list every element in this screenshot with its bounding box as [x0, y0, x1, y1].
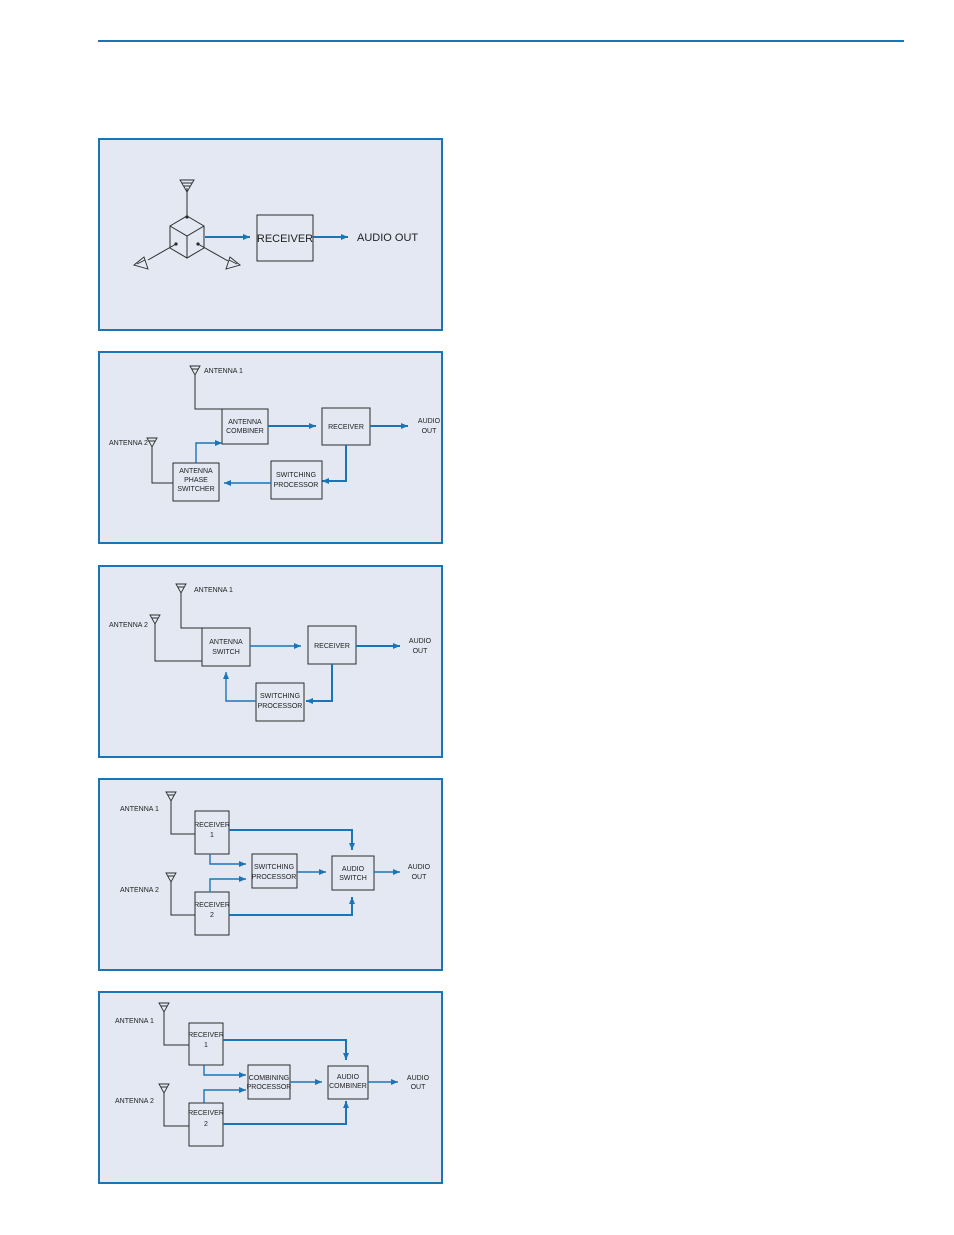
antenna-1-icon — [158, 1002, 170, 1013]
diagram-panel-1: RECEIVER AUDIO OUT — [98, 138, 443, 331]
antenna-cube-icon — [133, 179, 241, 270]
diagram-panel-2: ANTENNA 1 ANTENNA 2 ANTENNA COMBINER REC… — [98, 351, 443, 544]
diagram-panel-4: ANTENNA 1 ANTENNA 2 RECEIVER 1 RECEIVER … — [98, 778, 443, 971]
antenna-2-icon — [149, 614, 161, 625]
switching-processor-label-2: PROCESSOR — [252, 874, 297, 881]
antenna-2-icon — [146, 437, 158, 448]
diagram-panel-5: ANTENNA 1 ANTENNA 2 RECEIVER 1 RECEIVER … — [98, 991, 443, 1184]
phase-switcher-label-1: ANTENNA — [179, 468, 213, 475]
antenna-1-label: ANTENNA 1 — [204, 368, 243, 375]
combining-processor-label-2: PROCESSOR — [247, 1084, 292, 1091]
receiver-label: RECEIVER — [314, 643, 350, 650]
phase-switcher-label-2: PHASE — [184, 477, 208, 484]
antenna-1-label: ANTENNA 1 — [115, 1018, 154, 1025]
diagram-2-svg: ANTENNA 1 ANTENNA 2 ANTENNA COMBINER REC… — [109, 365, 441, 502]
audio-switch-label-2: SWITCH — [339, 875, 367, 882]
antenna-combiner-box — [221, 408, 269, 445]
audio-out-label: AUDIO OUT — [357, 232, 418, 244]
switching-processor-label-2: PROCESSOR — [258, 703, 303, 710]
audio-switch-box — [331, 855, 375, 891]
combiner-label-1: ANTENNA — [228, 419, 262, 426]
receiver-2-label-1: RECEIVER — [194, 902, 230, 909]
switching-processor-label-2: PROCESSOR — [274, 482, 319, 489]
antenna-switch-box — [201, 627, 251, 667]
diagram-3-svg: ANTENNA 1 ANTENNA 2 ANTENNA SWITCH RECEI… — [109, 583, 432, 722]
antenna-1-icon — [165, 791, 177, 802]
receiver-2-label-2: 2 — [204, 1121, 208, 1128]
antenna-1-label: ANTENNA 1 — [120, 806, 159, 813]
receiver-2-label-2: 2 — [210, 912, 214, 919]
switching-processor-box — [251, 853, 298, 889]
audio-out-label-2: OUT — [422, 428, 438, 435]
audio-out-label-2: OUT — [412, 874, 428, 881]
combining-processor-label-1: COMBINING — [249, 1075, 289, 1082]
audio-combiner-label-1: AUDIO — [337, 1074, 360, 1081]
diagram-panel-3: ANTENNA 1 ANTENNA 2 ANTENNA SWITCH RECEI… — [98, 565, 443, 758]
receiver-label: RECEIVER — [257, 233, 313, 245]
receiver-1-label-2: 1 — [210, 832, 214, 839]
audio-switch-label-1: AUDIO — [342, 866, 365, 873]
phase-switcher-label-3: SWITCHER — [177, 486, 214, 493]
receiver-label: RECEIVER — [328, 424, 364, 431]
audio-combiner-box — [327, 1065, 369, 1100]
antenna-2-label: ANTENNA 2 — [120, 887, 159, 894]
switching-processor-box — [255, 682, 305, 722]
antenna-1-icon — [189, 365, 201, 376]
switching-processor-box — [270, 460, 323, 500]
antenna-1-icon — [175, 583, 187, 594]
audio-out-label-1: AUDIO — [409, 638, 432, 645]
receiver-1-box — [188, 1022, 224, 1066]
antenna-switch-label-2: SWITCH — [212, 649, 240, 656]
receiver-2-box — [188, 1102, 224, 1147]
diagram-1-svg: RECEIVER AUDIO OUT — [133, 179, 418, 270]
receiver-2-label-1: RECEIVER — [188, 1110, 224, 1117]
audio-out-label-2: OUT — [413, 648, 429, 655]
receiver-1-label-1: RECEIVER — [194, 822, 230, 829]
antenna-switch-label-1: ANTENNA — [209, 639, 243, 646]
combiner-label-2: COMBINER — [226, 428, 264, 435]
antenna-2-label: ANTENNA 2 — [115, 1098, 154, 1105]
antenna-2-label: ANTENNA 2 — [109, 440, 148, 447]
antenna-2-label: ANTENNA 2 — [109, 622, 148, 629]
diagram-5-svg: ANTENNA 1 ANTENNA 2 RECEIVER 1 RECEIVER … — [115, 1002, 430, 1147]
audio-out-label-2: OUT — [411, 1084, 427, 1091]
receiver-2-box — [194, 891, 230, 936]
audio-out-label-1: AUDIO — [407, 1075, 430, 1082]
top-rule — [98, 40, 904, 42]
switching-processor-label-1: SWITCHING — [260, 693, 300, 700]
receiver-box — [321, 407, 371, 446]
antenna-2-icon — [158, 1083, 170, 1094]
antenna-2-icon — [165, 872, 177, 883]
receiver-1-label-2: 1 — [204, 1042, 208, 1049]
switching-processor-label-1: SWITCHING — [254, 864, 294, 871]
receiver-box — [256, 214, 314, 262]
audio-out-label-1: AUDIO — [418, 418, 441, 425]
antenna-1-label: ANTENNA 1 — [194, 587, 233, 594]
switching-processor-label-1: SWITCHING — [276, 472, 316, 479]
receiver-box — [307, 625, 357, 665]
audio-out-label-1: AUDIO — [408, 864, 431, 871]
receiver-1-label-1: RECEIVER — [188, 1032, 224, 1039]
diagram-4-svg: ANTENNA 1 ANTENNA 2 RECEIVER 1 RECEIVER … — [120, 791, 431, 936]
audio-combiner-label-2: COMBINER — [329, 1083, 367, 1090]
receiver-1-box — [194, 810, 230, 855]
combining-processor-box — [247, 1064, 291, 1100]
